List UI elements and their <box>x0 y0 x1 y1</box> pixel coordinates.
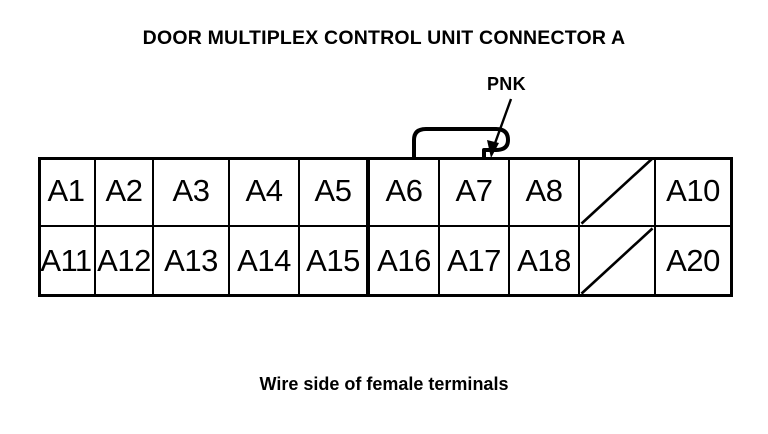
terminal-label: A11 <box>40 242 92 278</box>
page-title: DOOR MULTIPLEX CONTROL UNIT CONNECTOR A <box>142 27 626 49</box>
terminal-label: A10 <box>666 172 720 208</box>
terminal-cell-a7[interactable]: A7 <box>440 157 510 227</box>
terminal-label: A14 <box>237 242 291 278</box>
terminal-cell-a2[interactable]: A2 <box>96 157 154 227</box>
terminal-label: A20 <box>666 242 720 278</box>
terminal-cell-a4[interactable]: A4 <box>230 157 300 227</box>
terminal-label: A18 <box>517 242 571 278</box>
terminal-label: A15 <box>306 242 360 278</box>
terminal-grid: A1 A2 A3 A4 A5 A6 A7 A8 <box>38 157 733 297</box>
terminal-cell-a12[interactable]: A12 <box>96 227 154 297</box>
terminal-label: A2 <box>105 172 143 208</box>
terminal-cell-a11[interactable]: A11 <box>38 227 96 297</box>
terminal-cell-a17[interactable]: A17 <box>440 227 510 297</box>
diagram-caption: Wire side of female terminals <box>259 374 509 394</box>
terminal-cell-unused-bottom <box>580 227 656 297</box>
terminal-label: A12 <box>97 242 151 278</box>
terminal-cell-a3[interactable]: A3 <box>154 157 230 227</box>
terminal-label: A7 <box>455 172 493 208</box>
terminal-cell-a1[interactable]: A1 <box>38 157 96 227</box>
terminal-cell-a20[interactable]: A20 <box>656 227 730 297</box>
terminal-cell-a14[interactable]: A14 <box>230 227 300 297</box>
terminal-label: A3 <box>172 172 210 208</box>
terminal-label: A6 <box>385 172 423 208</box>
terminal-cell-unused-top <box>580 157 656 227</box>
terminal-cell-a13[interactable]: A13 <box>154 227 230 297</box>
terminal-label: A5 <box>314 172 352 208</box>
terminal-label: A17 <box>447 242 501 278</box>
unused-cavity-slash-icon <box>580 157 654 225</box>
connector-latch-tab-icon <box>412 127 510 160</box>
terminal-label: A16 <box>377 242 431 278</box>
terminal-cell-a8[interactable]: A8 <box>510 157 580 227</box>
terminal-label: A13 <box>164 242 218 278</box>
connector-body: A1 A2 A3 A4 A5 A6 A7 A8 <box>38 126 734 298</box>
pnk-callout-label: PNK <box>487 74 526 94</box>
terminal-label: A8 <box>525 172 563 208</box>
terminal-cell-a10[interactable]: A10 <box>656 157 730 227</box>
unused-cavity-slash-icon <box>580 227 654 295</box>
terminal-cell-a18[interactable]: A18 <box>510 227 580 297</box>
terminal-cell-a6[interactable]: A6 <box>370 157 440 227</box>
terminal-label: A1 <box>47 172 85 208</box>
terminal-cell-a15[interactable]: A15 <box>300 227 370 297</box>
terminal-cell-a5[interactable]: A5 <box>300 157 370 227</box>
terminal-cell-a16[interactable]: A16 <box>370 227 440 297</box>
terminal-label: A4 <box>245 172 283 208</box>
